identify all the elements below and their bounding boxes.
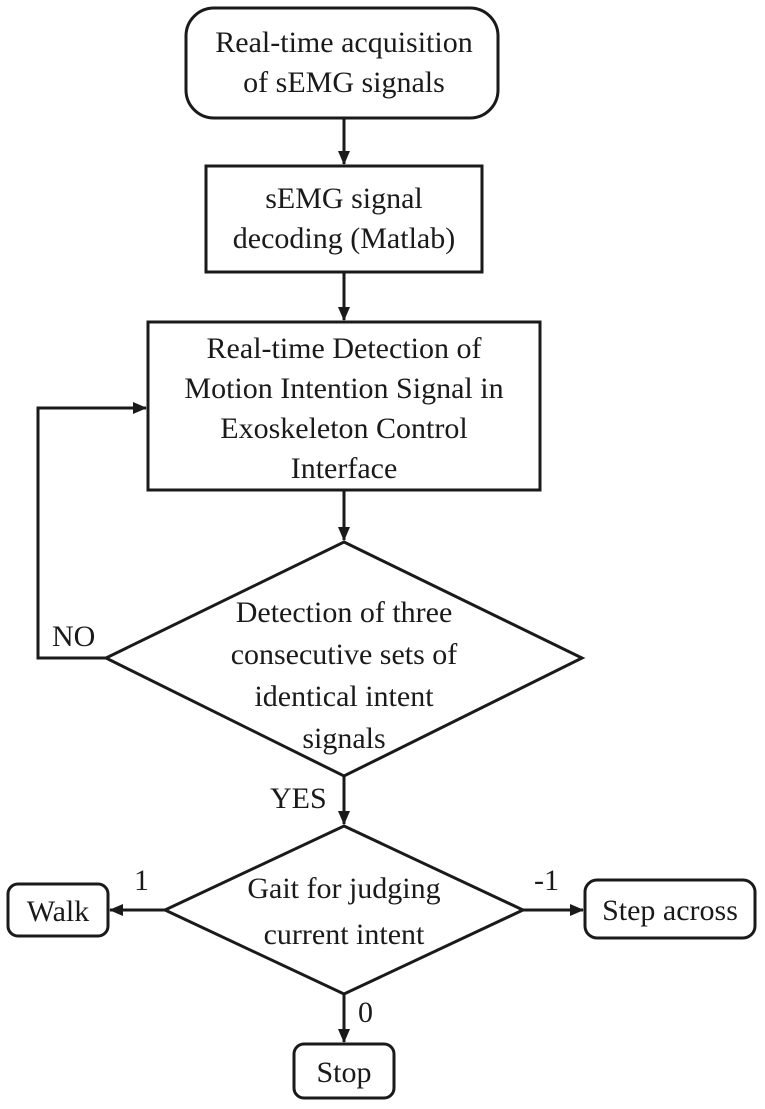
node-acquisition [184,6,500,120]
node-detection-line-3: Exoskeleton Control [220,412,467,445]
node-decoding-line-1: sEMG signal [265,182,423,215]
node-decoding [204,164,484,274]
node-gait-judge-line-2: current intent [264,918,425,951]
edge-label-no: NO [52,620,95,653]
node-consecutive-check-line-4: signals [302,722,385,755]
node-decoding-line-2: decoding (Matlab) [233,222,455,255]
node-consecutive-check-line-2: consecutive sets of [231,638,458,671]
node-consecutive-check-line-3: identical intent [254,680,434,713]
node-gait-judge-line-1: Gait for judging [247,872,440,905]
edge-no-loop [36,402,147,660]
node-detection-line-1: Real-time Detection of [207,332,482,365]
node-acquisition-line-1: Real-time acquisition [215,26,472,59]
node-gait-judge [161,824,527,996]
node-detection-line-4: Interface [291,452,398,485]
node-step-across [583,878,757,940]
node-acquisition-line-2: of sEMG signals [243,66,445,99]
edge-label-step-across-value: -1 [534,864,559,897]
node-stop-label: Stop [316,1056,371,1089]
node-walk-label: Walk [27,895,90,928]
node-consecutive-check-line-1: Detection of three [236,596,453,629]
node-walk [6,882,110,938]
node-detection-line-2: Motion Intention Signal in [184,372,503,405]
edge-label-walk-value: 1 [134,864,149,897]
node-step-across-label: Step across [602,894,738,927]
edge-label-yes: YES [270,782,327,815]
node-stop [292,1042,396,1100]
node-detection [146,320,542,492]
node-consecutive-check [102,540,586,778]
edge-label-stop-value: 0 [358,996,373,1029]
